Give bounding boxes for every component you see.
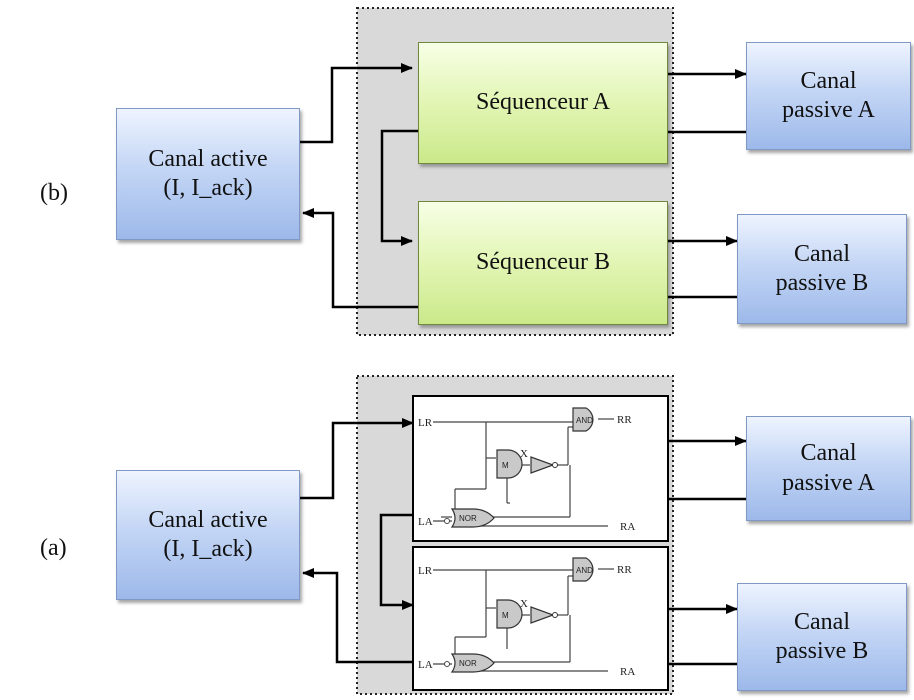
circuit-b-x-label: X [520, 598, 528, 610]
canal-passive-a-a-line2: passive A [782, 469, 875, 496]
circuit-b-m-gate-label: M [502, 611, 509, 620]
arrow-circuit-b-to-active [302, 568, 413, 664]
circuit-a-rr-label: RR [617, 414, 632, 426]
canal-passive-a-b-line1: Canal [800, 67, 857, 94]
sequenceur-b: Séquenceur B [418, 201, 668, 325]
canal-passive-b-a: Canal passive B [737, 583, 907, 691]
circuit-b-lr-label: LR [418, 565, 433, 577]
circuit-a-la-label: LA [418, 516, 433, 528]
canal-passive-b-b-line2: passive B [775, 270, 869, 296]
circuit-a-m-gate-label: M [502, 461, 509, 470]
arrow-seq-a-to-seq-b [380, 129, 418, 246]
panel-b-label: (b) [40, 180, 68, 206]
canal-active-a: Canal active (I, I_ack) [116, 470, 300, 600]
circuit-a-x-label: X [520, 448, 528, 460]
sequenceur-a: Séquenceur A [418, 42, 668, 164]
circuit-b-ra-label: RA [620, 666, 635, 678]
circuit-b [412, 546, 669, 691]
canal-passive-b-a-line2: passive B [775, 638, 869, 664]
canal-active-b-line1: Canal active [148, 145, 268, 172]
circuit-b-la-label: LA [418, 659, 433, 671]
circuit-b-rr-label: RR [617, 564, 632, 576]
circuit-a-ra-label: RA [620, 521, 635, 533]
canal-passive-b-b: Canal passive B [737, 214, 907, 324]
circuit-a [412, 395, 669, 542]
circuit-b-nor-gate-label: NOR [459, 659, 477, 668]
arrow-active-to-circuit-a [300, 418, 414, 500]
sequenceur-a-label: Séquenceur A [476, 89, 610, 116]
canal-passive-a-b: Canal passive A [746, 42, 911, 150]
panel-a-label: (a) [40, 535, 67, 561]
circuit-a-and-gate-label: AND [576, 416, 593, 425]
circuit-a-nor-gate-label: NOR [459, 514, 477, 523]
canal-passive-a-b-line2: passive A [782, 97, 875, 123]
arrow-circuit-a-to-circuit-b [379, 513, 414, 610]
canal-passive-b-a-line1: Canal [794, 608, 850, 635]
canal-active-a-line1: Canal active [148, 506, 268, 533]
arrow-seq-b-to-active [302, 208, 418, 309]
sequenceur-b-label: Séquenceur B [476, 249, 610, 276]
canal-active-b-line2: (I, I_ack) [163, 175, 253, 201]
circuit-b-and-gate-label: AND [576, 566, 593, 575]
canal-active-b: Canal active (I, I_ack) [116, 108, 300, 240]
canal-passive-b-b-line1: Canal [794, 240, 850, 267]
canal-passive-a-a-line1: Canal [800, 440, 857, 467]
arrow-active-to-seq-a [300, 63, 413, 144]
circuit-a-lr-label: LR [418, 417, 433, 429]
canal-passive-a-a: Canal passive A [746, 416, 911, 521]
canal-active-a-line2: (I, I_ack) [163, 536, 253, 562]
